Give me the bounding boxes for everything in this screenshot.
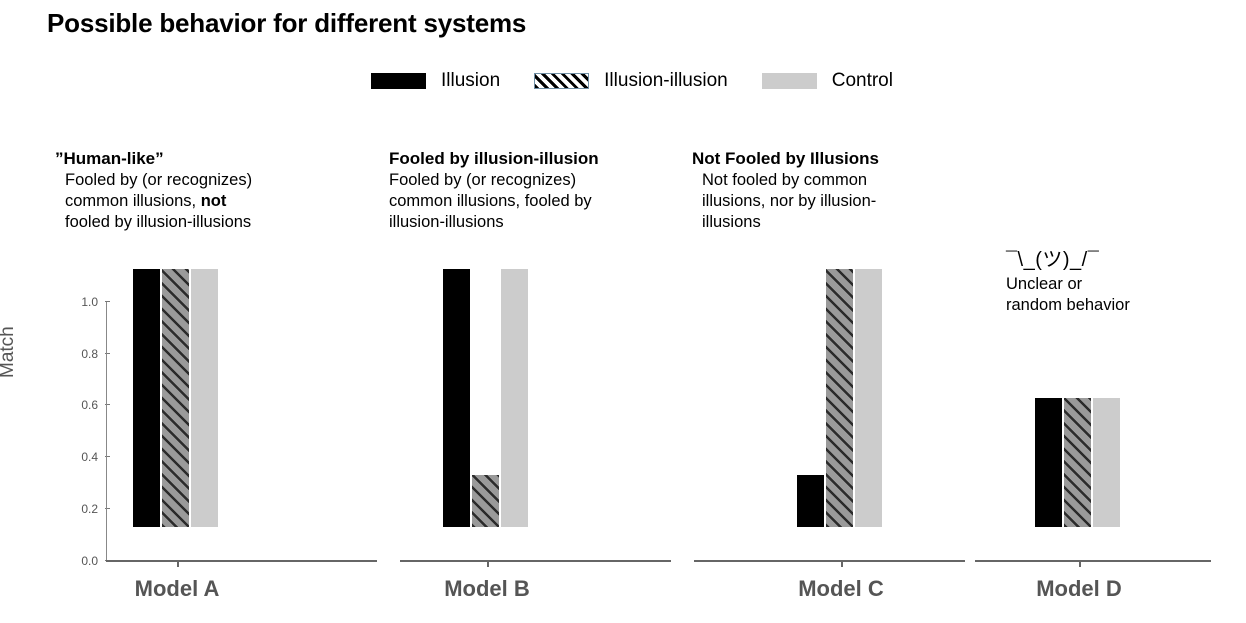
panel-model-c: Model C [694,269,965,601]
y-tickmark-5 [105,301,110,302]
bar-model-b-illusion[interactable] [443,269,470,527]
legend-label-illusion-illusion: Illusion-illusion [604,70,728,91]
panel-desc-line2-model-b: common illusions, fooled by [389,192,592,210]
panel-desc-line2-model-d: random behavior [1006,296,1130,314]
x-label-model-a: Model A [134,576,220,601]
bar-model-c-control[interactable] [855,269,882,527]
y-tick-0: 0.0 [81,554,98,568]
panel-desc-line2-model-c: illusions, nor by illusion- [702,192,877,210]
panel-description-model-a: ”Human-like” Fooled by (or recognizes) c… [55,148,330,233]
bar-model-b-control[interactable] [501,269,528,527]
x-tickmark-a [177,561,179,567]
bar-model-c-illusion-illusion[interactable] [826,269,853,527]
bar-group-model-b [443,267,528,527]
x-axis-baseline-c [694,560,965,562]
panel-desc-model-a: Fooled by (or recognizes) common illusio… [55,170,330,233]
y-tick-2: 0.4 [81,450,98,464]
x-tickmark-b [487,561,489,567]
panel-desc-line1-model-c: Not fooled by common [702,171,868,189]
bar-model-b-illusion-illusion[interactable] [472,475,499,527]
y-tickmark-2 [105,456,110,457]
panel-heading-model-a: ”Human-like” [55,149,164,168]
panel-description-model-b: Fooled by illusion-illusion Fooled by (o… [389,148,651,233]
y-tickmark-3 [105,404,110,405]
panel-desc-model-b: Fooled by (or recognizes) common illusio… [389,170,651,233]
y-tick-3: 0.6 [81,398,98,412]
panel-desc-line2-model-a: common illusions, [65,192,201,210]
x-label-model-d: Model D [1036,576,1122,601]
panel-desc-line3-model-a: fooled by illusion-illusions [65,213,252,231]
bar-group-model-c [797,267,882,527]
panel-desc-line1-model-b: Fooled by (or recognizes) [389,171,577,189]
x-axis-baseline-a [106,560,377,562]
bar-group-model-a [133,267,218,527]
bar-model-a-illusion-illusion[interactable] [162,269,189,527]
y-axis-label: Match [0,326,18,378]
y-tickmark-1 [105,508,110,509]
panel-heading-model-b: Fooled by illusion-illusion [389,149,599,168]
panel-desc-line3-model-b: illusion-illusions [389,213,504,231]
x-tickmark-d [1079,561,1081,567]
panel-desc-model-c: Not fooled by common illusions, nor by i… [692,170,942,233]
shrug-emoticon-icon: ¯\_(ツ)_/¯ [1006,249,1100,271]
x-axis-baseline-d [975,560,1211,562]
panel-desc-line1-model-d: Unclear or [1006,275,1083,293]
legend-swatch-illusion-illusion-icon [534,73,590,89]
bar-model-d-illusion-illusion[interactable] [1064,398,1091,527]
legend-item-illusion: Illusion [371,70,500,92]
x-axis-baseline-b [400,560,671,562]
chart-legend: Illusion Illusion-illusion Control [371,70,893,92]
panel-desc-line1-model-a: Fooled by (or recognizes) [65,171,253,189]
panel-heading-model-c: Not Fooled by Illusions [692,149,879,168]
legend-swatch-illusion-icon [371,73,426,89]
panel-desc-emphasis-model-a: not [200,192,227,210]
legend-swatch-control-icon [761,73,817,89]
bar-model-d-control[interactable] [1093,398,1120,527]
panel-description-model-d: ¯\_(ツ)_/¯ Unclear or random behavior [1006,250,1206,316]
x-tickmark-c [841,561,843,567]
panel-desc-line3-model-c: illusions [702,213,761,231]
panel-model-d: Model D [975,290,1246,601]
x-label-model-b: Model B [444,576,530,601]
legend-item-illusion-illusion: Illusion-illusion [534,70,728,92]
panel-model-b: Model B [400,269,671,601]
y-tick-1: 0.2 [81,502,98,516]
legend-label-control: Control [831,70,893,91]
page-title: Possible behavior for different systems [47,8,527,38]
panel-model-a: Model A [106,269,377,601]
bar-model-c-illusion[interactable] [797,475,824,527]
y-tick-4: 0.8 [81,347,98,361]
panel-description-model-c: Not Fooled by Illusions Not fooled by co… [692,148,942,233]
bar-model-a-illusion[interactable] [133,269,160,527]
bar-model-d-illusion[interactable] [1035,398,1062,527]
x-label-model-c: Model C [798,576,884,601]
bar-group-model-d [1035,267,1120,527]
bar-model-a-control[interactable] [191,269,218,527]
y-axis-spine [106,302,107,561]
legend-label-illusion: Illusion [441,70,501,91]
y-axis-tick-labels: 0.0 0.2 0.4 0.6 0.8 1.0 [58,0,98,623]
y-tick-5: 1.0 [81,295,98,309]
legend-item-control: Control [761,70,893,92]
y-tickmark-4 [105,353,110,354]
